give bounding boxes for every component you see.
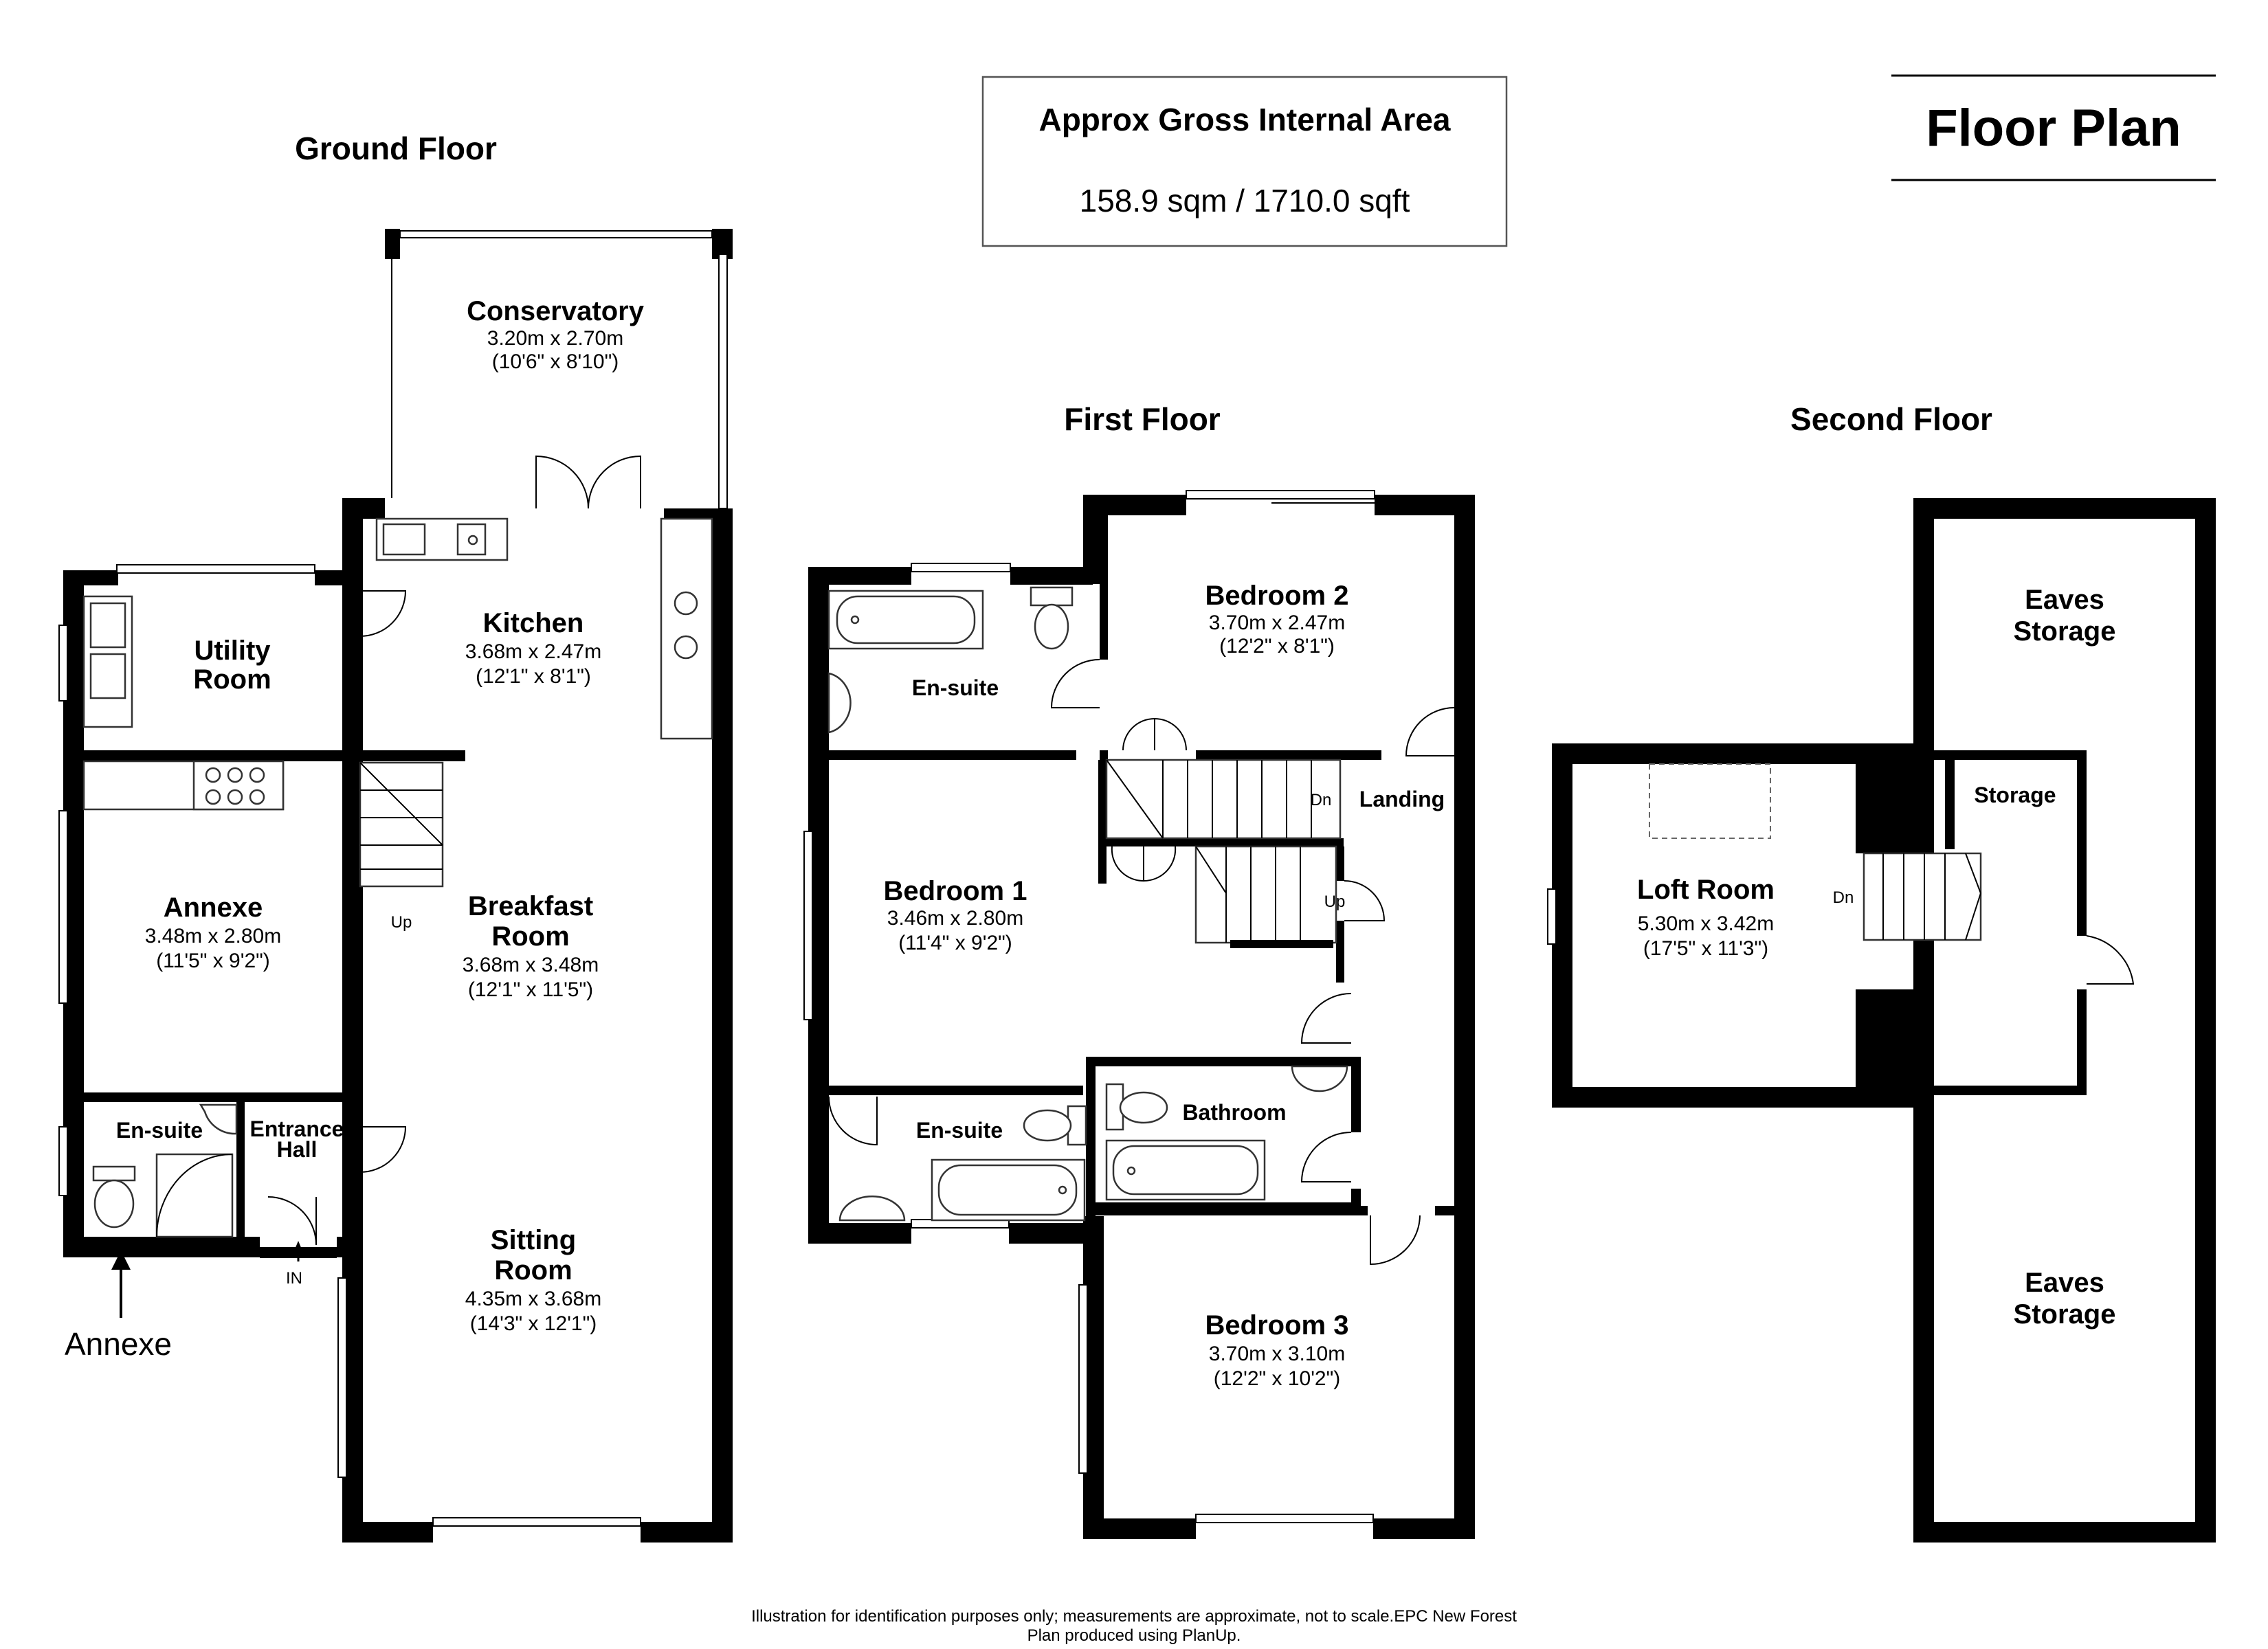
utility-line1: Utility <box>194 636 271 666</box>
entry-arrows: Annexe <box>65 1241 305 1362</box>
bedroom1-dim-ft: (11'4" x 9'2") <box>898 932 1012 954</box>
bedroom2-dim-ft: (12'2" x 8'1") <box>1219 635 1335 658</box>
conservatory-french-doors <box>535 455 641 509</box>
conservatory-glazing <box>391 230 728 509</box>
bathroom-name: Bathroom <box>1182 1100 1286 1125</box>
conservatory-dim-ft: (10'6" x 8'10") <box>492 350 619 373</box>
storage-name: Storage <box>1974 783 2056 807</box>
dn-first-label: Dn <box>1311 791 1332 809</box>
plan-title: Floor Plan <box>1926 99 2181 157</box>
first-floor-walls <box>808 495 1475 1539</box>
sitting-line2: Room <box>494 1255 572 1286</box>
annexe-ensuite-name: En-suite <box>116 1118 203 1143</box>
entrance-line1: Entrance <box>250 1117 344 1141</box>
conservatory-dim-m: 3.20m x 2.70m <box>487 327 623 350</box>
first-floor-fixtures <box>827 586 1348 1222</box>
annexe-name: Annexe <box>164 893 263 923</box>
footer-line1: Illustration for identification purposes… <box>751 1607 1517 1626</box>
breakfast-dim-ft: (12'1" x 11'5") <box>468 978 593 1001</box>
bedroom3-dim-ft: (12'2" x 10'2") <box>1214 1367 1341 1390</box>
eaves-bottom-line1: Eaves <box>2025 1268 2104 1298</box>
footer-line2: Plan produced using PlanUp. <box>1027 1626 1241 1645</box>
in-label: IN <box>286 1269 302 1288</box>
dn-second-label: Dn <box>1833 888 1854 907</box>
second-floor-label: Second Floor <box>1790 401 1992 437</box>
ground-floor-labels: Conservatory 3.20m x 2.70m (10'6" x 8'10… <box>116 296 645 1335</box>
entrance-line2: Hall <box>277 1137 318 1162</box>
sitting-dim-ft: (14'3" x 12'1") <box>470 1312 597 1335</box>
second-floor-windows <box>1547 763 1771 945</box>
annexe-dim-m: 3.48m x 2.80m <box>145 925 281 947</box>
second-floor-walls <box>1552 498 2216 1543</box>
bedroom3-name: Bedroom 3 <box>1205 1310 1349 1340</box>
ensuite-top-name: En-suite <box>912 675 999 700</box>
first-floor-doors <box>828 659 1455 1266</box>
eaves-bottom-line2: Storage <box>2014 1299 2116 1330</box>
bedroom2-dim-m: 3.70m x 2.47m <box>1209 612 1345 634</box>
breakfast-line2: Room <box>491 921 569 952</box>
area-heading: Approx Gross Internal Area <box>1038 102 1450 137</box>
ground-floor-windows <box>58 564 641 1527</box>
bedroom3-dim-m: 3.70m x 3.10m <box>1209 1343 1345 1365</box>
up-ground-label: Up <box>391 913 412 932</box>
utility-line2: Room <box>193 664 271 695</box>
loft-name: Loft Room <box>1637 875 1775 905</box>
loft-dim-m: 5.30m x 3.42m <box>1638 912 1774 935</box>
area-box: Approx Gross Internal Area 158.9 sqm / 1… <box>981 76 1508 247</box>
first-floor-labels: Bedroom 2 3.70m x 2.47m (12'2" x 8'1") E… <box>884 581 1445 1390</box>
bedroom2-name: Bedroom 2 <box>1205 581 1349 611</box>
landing-name: Landing <box>1359 787 1445 811</box>
first-floor-label: First Floor <box>1064 401 1221 437</box>
up-first-label: Up <box>1324 893 1346 911</box>
breakfast-dim-m: 3.68m x 3.48m <box>463 954 599 976</box>
kitchen-dim-m: 3.68m x 2.47m <box>465 640 601 663</box>
bedroom1-dim-m: 3.46m x 2.80m <box>887 907 1023 930</box>
kitchen-name: Kitchen <box>483 608 584 638</box>
sitting-dim-m: 4.35m x 3.68m <box>465 1288 601 1310</box>
title-block: Floor Plan <box>1891 74 2216 181</box>
annexe-entry-label: Annexe <box>65 1326 172 1362</box>
area-value: 158.9 sqm / 1710.0 sqft <box>1080 183 1410 218</box>
second-floor-fixtures <box>1863 852 2135 985</box>
sitting-line1: Sitting <box>491 1225 576 1255</box>
eaves-top-line2: Storage <box>2014 616 2116 647</box>
loft-dim-ft: (17'5" x 11'3") <box>1643 937 1768 960</box>
ground-floor-label: Ground Floor <box>295 131 497 166</box>
first-floor-windows <box>803 490 1375 1523</box>
second-floor-labels: Eaves Storage Storage Loft Room 5.30m x … <box>1637 585 2115 1330</box>
ground-floor-fixtures <box>82 517 713 1238</box>
kitchen-dim-ft: (12'1" x 8'1") <box>476 665 591 688</box>
bedroom1-name: Bedroom 1 <box>884 876 1027 906</box>
ensuite-bottom-name: En-suite <box>916 1118 1003 1143</box>
conservatory-name: Conservatory <box>467 296 645 326</box>
breakfast-line1: Breakfast <box>468 891 593 921</box>
annexe-dim-ft: (11'5" x 9'2") <box>156 950 270 972</box>
eaves-top-line1: Eaves <box>2025 585 2104 615</box>
